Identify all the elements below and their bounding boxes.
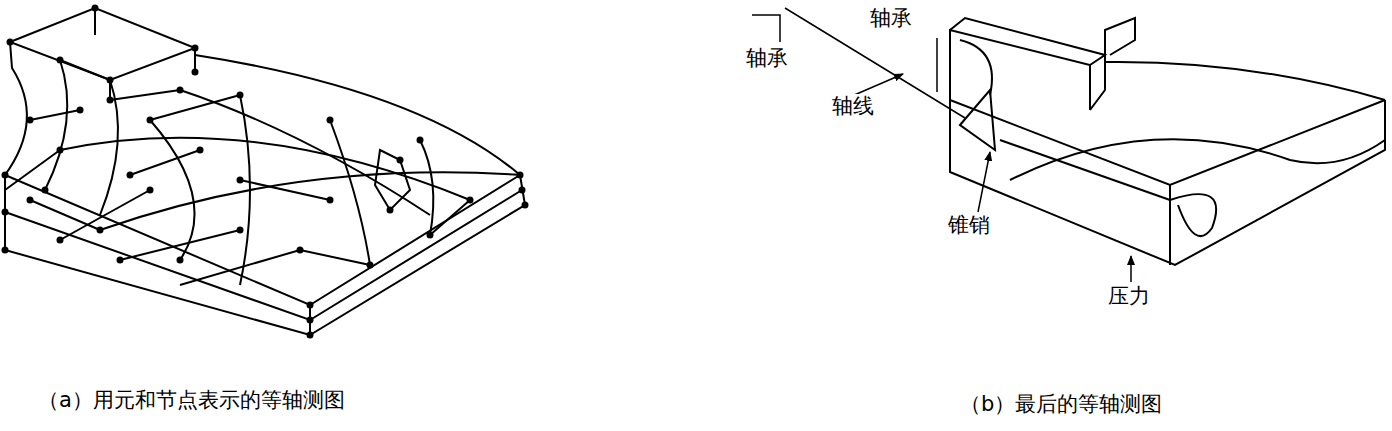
part-label: 锥销 xyxy=(946,213,992,238)
final-isometric xyxy=(950,18,1385,265)
part-label: 轴承 xyxy=(868,6,914,31)
figure-caption: （b）最后的等轴测图 xyxy=(958,392,1164,417)
mesh-nodes xyxy=(2,5,529,339)
leader-lines xyxy=(752,8,1131,282)
figure-caption: （a）用元和节点表示的等轴测图 xyxy=(36,388,347,413)
part-label: 轴线 xyxy=(830,94,876,119)
mesh-isometric xyxy=(5,8,525,335)
part-label: 压力 xyxy=(1106,284,1152,309)
part-label: 轴承 xyxy=(744,46,790,71)
